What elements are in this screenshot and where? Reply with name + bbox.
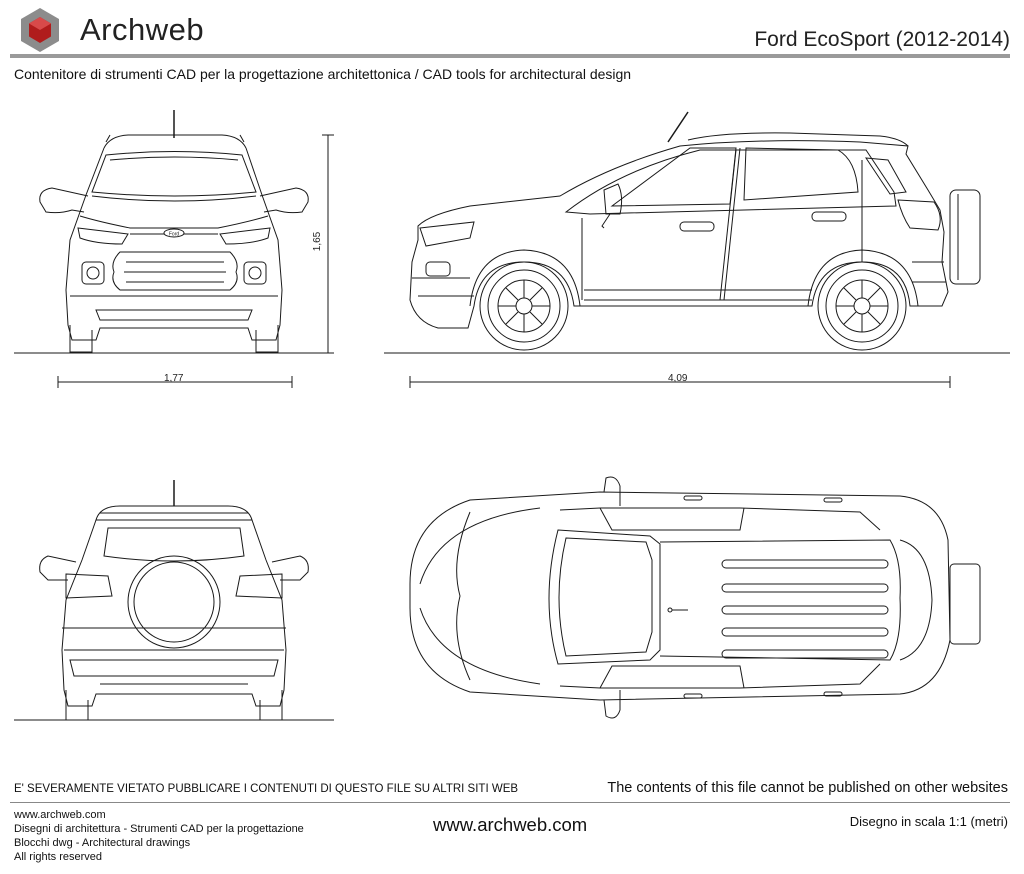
width-dimension-line: [58, 376, 292, 388]
footer-line: All rights reserved: [14, 851, 103, 863]
width-dimension-label: 1,77: [164, 373, 184, 384]
footer-info: www.archweb.com Disegni di architettura …: [14, 808, 304, 864]
page-subtitle: Contenitore di strumenti CAD per la prog…: [14, 66, 632, 82]
header-divider: [10, 54, 1010, 58]
front-view: [14, 110, 334, 353]
footer-line: Disegni di architettura - Strumenti CAD …: [14, 823, 304, 835]
footer-line: Blocchi dwg - Architectural drawings: [14, 837, 191, 849]
footer-line: www.archweb.com: [14, 809, 106, 821]
copyright-warning-english: The contents of this file cannot be publ…: [607, 780, 1008, 796]
top-view: [410, 477, 980, 718]
rear-view: [14, 480, 334, 720]
side-view: [384, 112, 1010, 353]
footer-website-link[interactable]: www.archweb.com: [433, 814, 588, 835]
footer-divider: [10, 802, 1010, 803]
ford-badge-text: Ford: [169, 232, 180, 238]
length-dimension-line: [410, 376, 950, 388]
copyright-warning-italian: E' SEVERAMENTE VIETATO PUBBLICARE I CONT…: [14, 783, 519, 795]
brand-name: Archweb: [80, 12, 205, 47]
page-title: Ford EcoSport (2012-2014): [754, 28, 1010, 51]
length-dimension-label: 4,09: [668, 373, 688, 384]
scale-note: Disegno in scala 1:1 (metri): [849, 814, 1008, 829]
height-dimension-label: 1,65: [312, 231, 324, 252]
